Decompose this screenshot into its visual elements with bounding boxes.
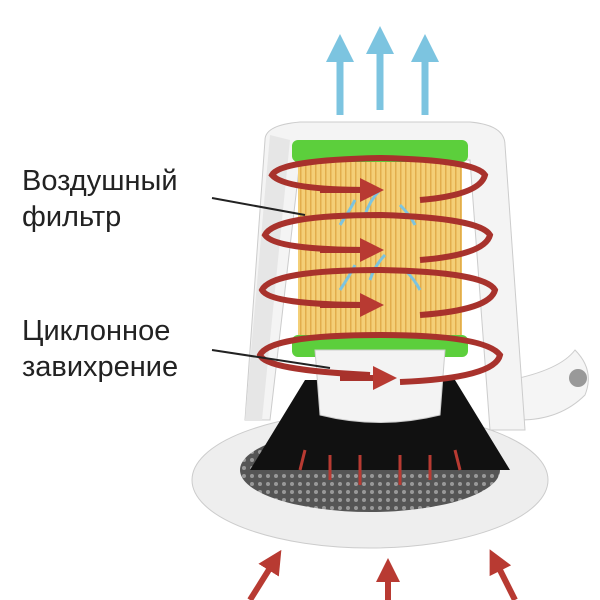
outflow-arrows	[326, 26, 439, 115]
filter-top-cap	[292, 140, 468, 162]
inflow-arrow	[247, 549, 282, 600]
air-filter-label-line1: Воздушный	[22, 165, 178, 197]
inflow-arrow	[489, 549, 518, 600]
cyclone-leader-line	[211, 349, 331, 369]
cyclone-label-line1: Циклонное	[22, 315, 171, 347]
air-filter-leader-line	[211, 197, 306, 216]
inflow-arrows	[247, 449, 518, 600]
cyclone-label-line2: завихрение	[22, 351, 179, 383]
air-filter-label: Воздушный фильтр	[22, 163, 178, 235]
side-nozzle	[509, 349, 589, 421]
cyclone-label: Циклонное завихрение	[22, 313, 178, 385]
base	[191, 380, 549, 549]
cyclone-swirl	[256, 154, 504, 390]
air-filter-label-line2: фильтр	[22, 201, 122, 233]
housing	[244, 121, 526, 431]
